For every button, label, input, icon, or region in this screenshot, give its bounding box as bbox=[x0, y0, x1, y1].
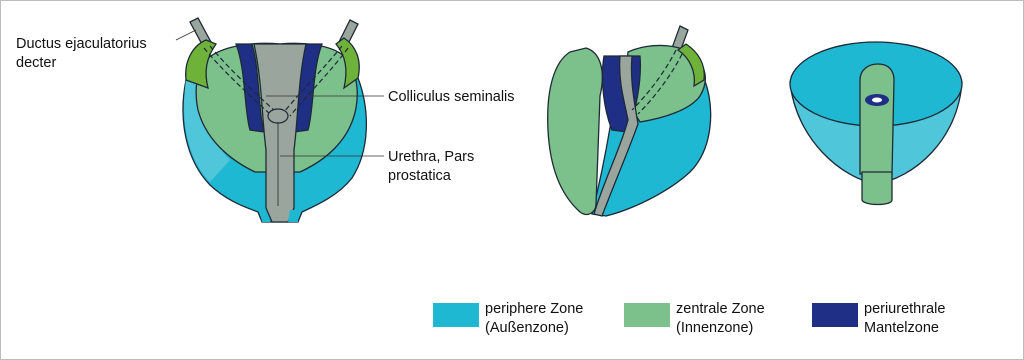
bottom-urethra-lumen bbox=[872, 98, 882, 103]
side-central-zone-front bbox=[548, 48, 603, 214]
side-view-prostate bbox=[548, 26, 711, 216]
legend-central-line2: (Innenzone) bbox=[676, 320, 753, 336]
legend-swatch-periurethral bbox=[812, 303, 858, 327]
legend-peripheral-line1: periphere Zone bbox=[485, 301, 583, 317]
legend-central-line1: zentrale Zone bbox=[676, 301, 765, 317]
ductus-label-line1: Ductus ejaculatorius bbox=[16, 36, 147, 52]
legend-swatch-peripheral bbox=[433, 303, 479, 327]
legend: periphere Zone (Außenzone) zentrale Zone… bbox=[433, 301, 945, 336]
front-view-prostate bbox=[183, 18, 366, 222]
colliculus-label: Colliculus seminalis bbox=[388, 89, 515, 105]
ductus-label-line2: decter bbox=[16, 55, 56, 71]
legend-peripheral-line2: (Außenzone) bbox=[485, 320, 569, 336]
legend-periurethral-line2: Mantelzone bbox=[864, 320, 939, 336]
urethra-label-line1: Urethra, Pars bbox=[388, 149, 474, 165]
bottom-central-column bbox=[860, 64, 894, 174]
legend-periurethral-line1: periurethrale bbox=[864, 301, 945, 317]
bottom-view-prostate bbox=[790, 42, 962, 205]
urethra-label-line2: prostatica bbox=[388, 168, 452, 184]
ductus-leader-line bbox=[176, 30, 196, 40]
front-colliculus bbox=[268, 109, 288, 123]
bottom-central-stem bbox=[862, 172, 892, 205]
legend-swatch-central bbox=[624, 303, 670, 327]
